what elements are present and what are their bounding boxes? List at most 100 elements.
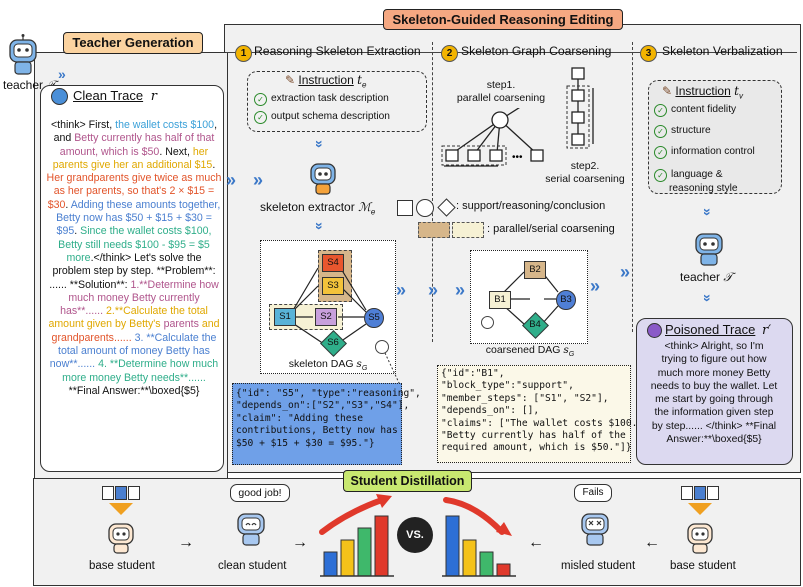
arrow-up-right-icon: »: [620, 262, 631, 282]
bar-chart-falling: [442, 497, 516, 577]
json-line: "member_steps": ["S1", "S2"],: [441, 392, 609, 404]
step1-desc: parallel coarsening: [456, 92, 546, 104]
extractor-label: skeleton extractor ℳe: [260, 200, 375, 216]
dag-node-b3: B3: [556, 290, 576, 310]
poisoned-trace-line: Answer:**\boxed{$5}: [666, 434, 762, 446]
instruction-box-v: [648, 80, 782, 194]
coarsened-dag-text: coarsened DAG: [485, 344, 561, 356]
instruction-item-1: ✓ extraction task description: [254, 93, 389, 106]
extractor-symbol: ℳ: [358, 200, 371, 214]
check-icon: ✓: [254, 93, 267, 106]
title-banner: Skeleton-Guided Reasoning Editing: [383, 9, 623, 30]
coarsened-dag-label: coarsened DAG 𝑠G: [478, 344, 582, 358]
step2-title: step2.: [570, 160, 600, 172]
json-line: "depends_on":["S2","S3","S4"],: [236, 400, 410, 412]
dag-node-s4: S4: [322, 254, 344, 272]
clean-trace-segment: Her grandparents give twice as much as h…: [46, 172, 222, 211]
chevron-down-icon: »: [699, 208, 716, 216]
svg-text:•••: •••: [512, 152, 523, 163]
square-shape-icon: [397, 200, 413, 216]
magnifier-icon: [375, 340, 389, 354]
clean-trace-segment: 3. **Calculate the total amount of money…: [49, 331, 217, 371]
serial-chain-diagram: [566, 67, 594, 149]
verbal-item-4: ✓language &reasoning style: [654, 168, 738, 195]
clean-trace-segment: <think> First,: [50, 119, 116, 131]
doc-icon: [102, 486, 114, 500]
chevron-down-icon: »: [58, 66, 66, 82]
clean-trace-header: Clean Trace r: [73, 89, 157, 103]
trend-up-arrow: [319, 497, 385, 535]
globe-icon: [51, 88, 68, 105]
arrow-right-icon: »: [226, 170, 237, 190]
clean-trace-segment: .: [212, 158, 216, 171]
json-line: {"id": "S5", "type":"reasoning",: [236, 388, 421, 399]
verbal-item-1: ✓content fidelity: [654, 104, 736, 117]
poisoned-trace-header: Poisoned Trace r′: [665, 322, 771, 338]
dag-node-b1: B1: [489, 291, 511, 309]
chart-bar: [462, 539, 477, 577]
clean-trace-segment: 2.**Calculate the total amount given by …: [48, 305, 208, 331]
extractor-text: skeleton extractor: [260, 200, 355, 214]
teacher-robot-icon-2: [695, 233, 723, 266]
student-distillation-banner: Student Distillation: [343, 470, 472, 492]
coarsened-dag-symbol: 𝑠: [563, 344, 569, 356]
arrow-right-icon: →: [292, 534, 308, 551]
chevron-down-icon: »: [311, 222, 328, 230]
circle-shape-icon: [416, 199, 434, 217]
json-line: $50 + $15 + $30 = $95."}: [236, 437, 375, 449]
clean-trace-segment: grandparents......: [51, 331, 132, 344]
teacher-text: teacher: [3, 78, 44, 92]
vs-badge: VS.: [397, 517, 433, 553]
chart-bar: [374, 515, 389, 577]
verbal-item-text: language &: [671, 169, 723, 180]
json-line: "block_type":"support",: [441, 380, 574, 392]
arrow-left-icon: ←: [644, 534, 660, 551]
pen-icon: ✎: [285, 73, 296, 87]
instruction-sub-e: e: [361, 80, 367, 90]
json-line: {"id":"B1",: [441, 368, 505, 379]
chart-bar: [496, 563, 511, 577]
poisoned-trace-symbol: r′: [761, 323, 772, 338]
coarsened-dag-sub: G: [568, 351, 575, 359]
instruction-header-v: ✎ Instruction tv: [662, 84, 743, 100]
bar-chart-rising: [319, 494, 394, 577]
clean-trace-segment: .</think> Let's solve the problem step b…: [49, 251, 216, 291]
instruction-item-text: extraction task description: [271, 93, 389, 104]
clean-trace-segment: 1.**Determine how much money Betty curre…: [60, 278, 219, 318]
clean-trace-segment: the wallet costs $100: [115, 119, 215, 131]
clean-trace-symbol: r: [150, 89, 157, 104]
check-icon: ✓: [654, 125, 667, 138]
document-stack-icon: [681, 486, 719, 500]
dag-node-s6-label: S6: [327, 337, 339, 348]
clean-student-label: clean student: [218, 560, 287, 572]
poisoned-trace-line: <think> Alright, so I'm: [664, 341, 764, 352]
arrow-up-right-icon: »: [590, 276, 601, 296]
dag-node-s2: S2: [315, 308, 337, 326]
json-line: "depends_on": [],: [441, 405, 540, 417]
poisoned-trace-line: me start by going through: [655, 394, 773, 406]
shape-legend-label: : support/reasoning/conclusion: [456, 200, 606, 212]
arrow-head-icon: [496, 522, 512, 536]
fails-bubble: Fails: [574, 484, 612, 502]
teacher-generation-banner: Teacher Generation: [63, 32, 203, 54]
clean-trace-segment: parents: [163, 318, 199, 331]
clean-trace-box: Clean Trace r <think> First, the wallet …: [40, 85, 224, 472]
instruction-header-e: ✎ Instruction te: [285, 73, 366, 89]
teacher-text-2: teacher: [680, 270, 721, 284]
verbal-item-text: information control: [671, 146, 755, 157]
step-number-1: 1: [235, 45, 252, 62]
dag-node-b2: B2: [524, 261, 546, 279]
chart-bar: [445, 515, 460, 577]
arrow-left-icon: ←: [528, 534, 544, 551]
doc-icon: [707, 486, 719, 500]
clean-trace-segment: .: [65, 198, 71, 211]
json-line: "claim": "Adding these: [236, 412, 364, 424]
clean-trace-segment: Betty currently has half of that amount,…: [59, 132, 215, 158]
clean-trace-segment: Since the wallet costs $100, Betty still…: [58, 225, 212, 264]
dag-node-s5: S5: [364, 308, 384, 328]
teacher-label-2: teacher 𝒯: [680, 270, 733, 285]
column-title-1: Reasoning Skeleton Extraction: [254, 44, 421, 58]
chart-bar: [323, 551, 338, 577]
arrow-head-icon: [376, 494, 392, 508]
json-line: contributions, Betty now has: [236, 425, 398, 437]
